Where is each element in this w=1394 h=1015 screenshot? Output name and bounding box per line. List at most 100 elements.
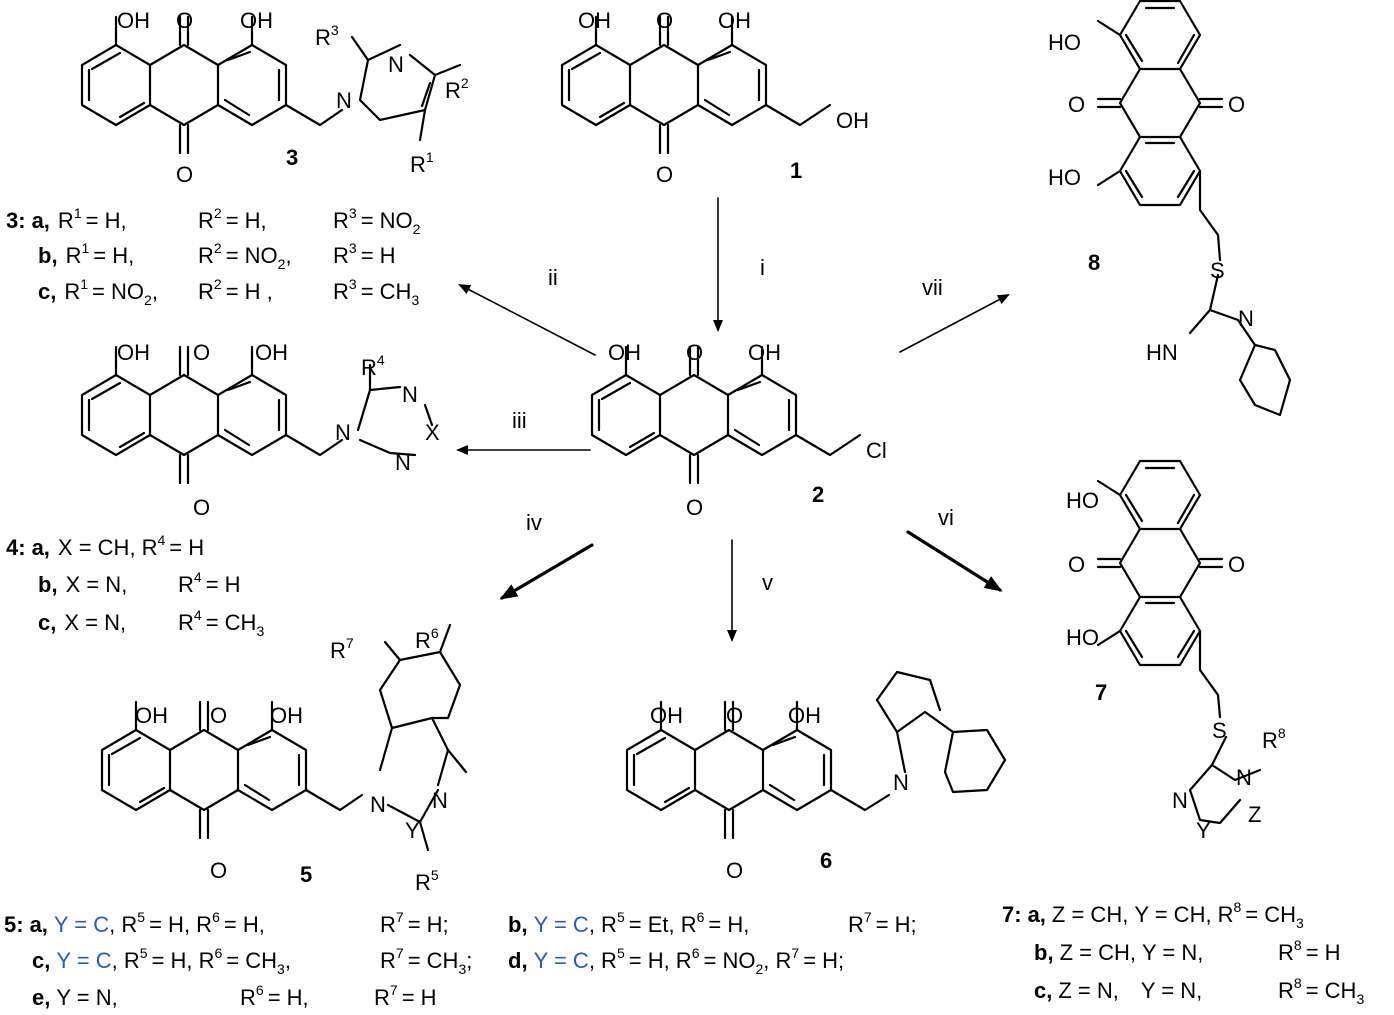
c4-r4: R4 — [361, 352, 385, 380]
c1-oh-tail: OH — [836, 108, 869, 133]
svg-text:R2= H ,: R2= H , — [198, 276, 273, 304]
legend-compound-3: 3:a,R1= H, R2= H, R3= NO2 b,R1= H, R2= N… — [6, 205, 421, 308]
c4-o-top: O — [193, 340, 210, 365]
compound-6-label: 6 — [820, 848, 832, 873]
svg-text:d,Y = C, R5= H, R6= NO2, R7=: d,Y = C, R5= H, R6= NO2, R7= H; — [508, 945, 844, 977]
svg-text:R4= CH3: R4= CH3 — [178, 607, 264, 639]
legend-compound-5: 5:a,Y = C, R5= H, R6= H, R7= H; b,Y = C,… — [4, 909, 917, 1010]
c7-ho-top: HO — [1066, 488, 1099, 513]
c4-n-bottom: N — [395, 450, 411, 475]
c4-n1: N — [335, 420, 351, 445]
step-ii-label: ii — [548, 265, 558, 290]
c1-oh-right: OH — [718, 8, 751, 33]
c7-r8: R8 — [1262, 725, 1286, 753]
svg-text:R2= NO2,: R2= NO2, — [198, 240, 292, 272]
svg-text:R3= CH3: R3= CH3 — [333, 276, 419, 308]
compound-1-structure — [560, 15, 832, 155]
compound-6-structure — [625, 670, 1007, 840]
c5-oh-left: OH — [135, 703, 168, 728]
legend-compound-7: 7:a,Z = CH,Y = CH,R8= CH3 b,Z = CH,Y = N… — [1002, 899, 1364, 1007]
c3-r1: R1 — [410, 149, 434, 177]
svg-text:b,Y = C, R5= Et, R6= H,: b,Y = C, R5= Et, R6= H, — [508, 909, 749, 937]
c5-r6: R6 — [415, 625, 439, 653]
c7-z: Z — [1248, 802, 1261, 827]
c3-r2: R2 — [445, 75, 469, 103]
svg-text:c,R1= NO2,: c,R1= NO2, — [38, 276, 158, 308]
svg-text:R8= H: R8= H — [1278, 937, 1341, 965]
compound-3-label: 3 — [286, 145, 298, 170]
c4-oh-left: OH — [117, 340, 150, 365]
svg-text:R7= H: R7= H — [374, 982, 437, 1010]
svg-text:R6= H,: R6= H, — [240, 982, 309, 1010]
c3-oh-left: OH — [117, 8, 150, 33]
c2-cl: Cl — [866, 438, 887, 463]
svg-text:R7= CH3;: R7= CH3; — [380, 945, 472, 977]
svg-text:3:a,R1= H,: 3:a,R1= H, — [6, 205, 127, 233]
c4-o-bottom: O — [193, 495, 210, 520]
c2-o-bottom: O — [686, 495, 703, 520]
svg-text:b,Z = CH,Y = N,: b,Z = CH,Y = N, — [1034, 940, 1203, 965]
c5-r5: R5 — [415, 867, 439, 895]
c8-s: S — [1210, 258, 1225, 283]
c3-o-bottom: O — [176, 162, 193, 187]
svg-text:5:a,Y = C, R5= H, R6= H,: 5:a,Y = C, R5= H, R6= H, — [4, 909, 265, 937]
compound-7-label: 7 — [1095, 680, 1107, 705]
compound-5-label: 5 — [300, 862, 312, 887]
svg-text:R2= H,: R2= H, — [198, 205, 267, 233]
compound-8-structure — [1096, 0, 1292, 417]
c3-o-top: O — [176, 8, 193, 33]
c3-n1: N — [336, 88, 352, 113]
c7-n-left: N — [1172, 788, 1188, 813]
step-vi-label: vi — [938, 505, 954, 530]
arrow-step-vi — [906, 530, 1003, 592]
svg-text:R4= H: R4= H — [178, 569, 241, 597]
c5-o-bottom: O — [210, 858, 227, 883]
c2-o-top: O — [686, 340, 703, 365]
c6-oh-left: OH — [650, 703, 683, 728]
svg-text:7:a,Z = CH,Y = CH,R8= CH3: 7:a,Z = CH,Y = CH,R8= CH3 — [1002, 899, 1304, 931]
c8-o-right: O — [1228, 92, 1245, 117]
c5-r7: R7 — [330, 635, 354, 663]
c7-n1: N — [1236, 765, 1252, 790]
c5-n1: N — [370, 792, 386, 817]
c3-r3: R3 — [315, 22, 339, 50]
arrow-step-vii — [899, 294, 1010, 353]
svg-text:R7= H;: R7= H; — [848, 909, 917, 937]
c1-o-top: O — [656, 8, 673, 33]
c3-oh-right: OH — [240, 8, 273, 33]
c5-o-top: O — [210, 703, 227, 728]
c8-n: N — [1238, 306, 1254, 331]
c5-y: Y — [405, 818, 420, 843]
c4-oh-right: OH — [255, 340, 288, 365]
compound-2-structure — [590, 345, 862, 485]
svg-text:R7= H;: R7= H; — [380, 909, 449, 937]
svg-text:4:a,X = CH,R4= H: 4:a,X = CH,R4= H — [6, 532, 204, 560]
c2-oh-left: OH — [608, 340, 641, 365]
c1-oh-left: OH — [578, 8, 611, 33]
c8-o-left: O — [1068, 92, 1085, 117]
step-v-label: v — [762, 570, 773, 595]
svg-text:c,Z = N,Y = N,: c,Z = N,Y = N, — [1034, 978, 1202, 1003]
compound-8-label: 8 — [1088, 250, 1100, 275]
c6-o-bottom: O — [726, 858, 743, 883]
c5-oh-right: OH — [270, 703, 303, 728]
compound-7-structure — [1096, 459, 1262, 825]
c8-hn: HN — [1146, 340, 1178, 365]
svg-text:R3= H: R3= H — [333, 240, 396, 268]
compound-5-structure — [100, 623, 468, 852]
compound-4-structure — [80, 345, 434, 485]
step-vii-label: vii — [922, 275, 943, 300]
compound-2-label: 2 — [812, 482, 824, 507]
svg-text:b,X = N,: b,X = N, — [38, 572, 127, 597]
legend-compound-4: 4:a,X = CH,R4= H b,X = N, R4= H c,X = N,… — [6, 532, 264, 639]
c7-o-left: O — [1068, 552, 1085, 577]
svg-text:R3= NO2: R3= NO2 — [333, 205, 421, 237]
c6-oh-right: OH — [788, 703, 821, 728]
compound-1-label: 1 — [790, 158, 802, 183]
c3-n3: N — [388, 52, 404, 77]
c5-n3: N — [432, 788, 448, 813]
c6-o-top: O — [726, 703, 743, 728]
svg-text:c,Y = C, R5= H, R6= CH3,: c,Y = C, R5= H, R6= CH3, — [32, 945, 291, 977]
c1-o-bottom: O — [656, 162, 673, 187]
